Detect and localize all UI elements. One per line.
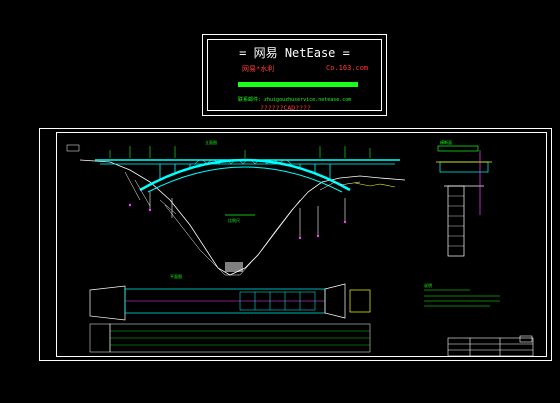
deck-arches xyxy=(194,159,292,165)
valley-bottom-deposit xyxy=(225,262,243,272)
banner-email: 联系邮件: zhuigouzhuservice.netease.com xyxy=(238,97,352,103)
banner-right-text: Co.163.com xyxy=(326,64,369,72)
right-bank-detail xyxy=(354,182,396,188)
plan-grid xyxy=(239,291,316,311)
drawing-outer-frame xyxy=(39,128,552,361)
title-block xyxy=(447,335,534,357)
plan-left-labels xyxy=(89,323,111,353)
plan-title: 平面图 xyxy=(170,274,182,279)
section-pier xyxy=(447,185,465,257)
main-arch-inner xyxy=(147,166,343,193)
banner-left-text: 网易*水利 xyxy=(242,65,275,73)
main-arch xyxy=(139,158,351,192)
section-view xyxy=(436,145,492,257)
valley-line xyxy=(164,199,301,276)
spandrel-columns xyxy=(159,164,331,180)
banner-cad-text: ??????CAD???? xyxy=(260,104,311,112)
plan-right-abutment xyxy=(324,283,346,319)
left-label-box xyxy=(66,144,80,152)
ground-profile-left xyxy=(79,159,406,276)
pile-markers xyxy=(149,192,346,238)
survey-points xyxy=(128,203,347,240)
elevation-markers xyxy=(109,146,371,158)
banner-green-bar xyxy=(238,82,358,87)
plan-left-abutment xyxy=(89,285,126,321)
drawing-inner-frame xyxy=(56,132,547,357)
plan-profile-table-lines xyxy=(110,330,370,346)
notes-block xyxy=(424,289,500,307)
plan-end-detail xyxy=(349,289,371,313)
plan-grid-lines xyxy=(254,292,301,310)
section-title-mark xyxy=(437,145,479,152)
scale-label: 比例尺 xyxy=(228,218,240,223)
elevation-view xyxy=(66,144,406,276)
notes-title: 说明 xyxy=(424,283,432,288)
rock-hatching xyxy=(124,171,361,215)
banner-title: = 网易 NetEase = xyxy=(239,46,350,60)
banner-inner-border: = 网易 NetEase = 网易*水利 Co.163.com 联系邮件: zh… xyxy=(207,39,382,112)
netease-banner: = 网易 NetEase = 网易*水利 Co.163.com 联系邮件: zh… xyxy=(202,34,387,116)
section-outline xyxy=(439,161,489,173)
section-pier-hatch xyxy=(448,195,464,247)
plan-view xyxy=(89,283,371,353)
elevation-title: 立面图 xyxy=(205,140,217,145)
section-title: 横断面 xyxy=(440,140,452,145)
